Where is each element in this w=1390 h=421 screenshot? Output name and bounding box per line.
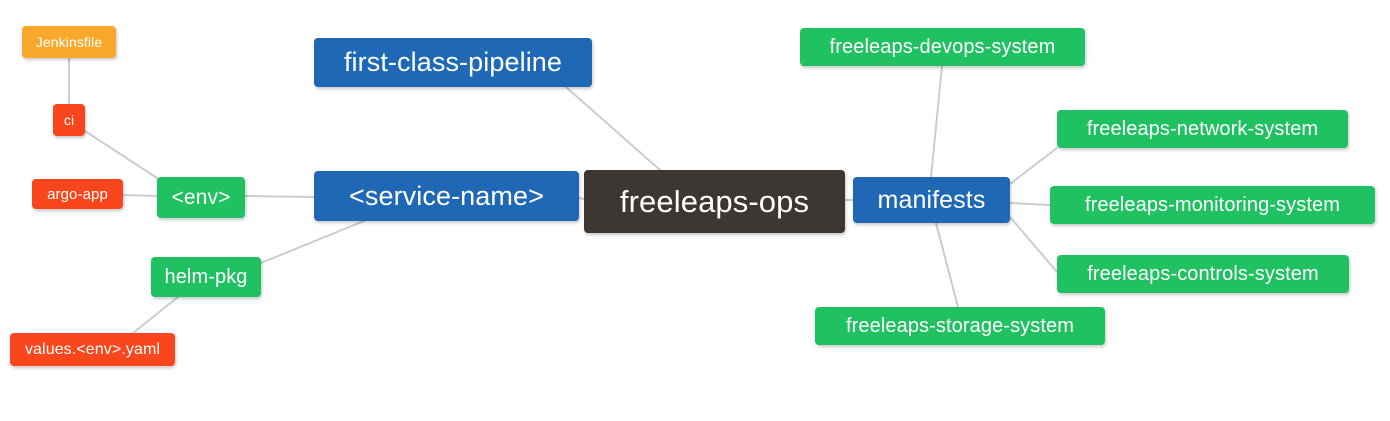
node-label-freeleaps-ops: freeleaps-ops — [619, 184, 810, 219]
node-values-yaml[interactable]: values.<env>.yaml — [10, 333, 175, 366]
node-manifests[interactable]: manifests — [853, 177, 1010, 223]
edge-values-yaml-to-helm-pkg — [132, 296, 179, 334]
edge-helm-pkg-to-service-name — [260, 220, 365, 264]
node-label-first-class-pipeline: first-class-pipeline — [343, 47, 563, 77]
node-label-manifests: manifests — [877, 185, 986, 214]
node-label-freeleaps-storage-system: freeleaps-storage-system — [845, 315, 1075, 337]
node-label-freeleaps-devops-system: freeleaps-devops-system — [829, 36, 1056, 58]
edge-first-class-pipeline-to-freeleaps-ops — [565, 86, 661, 171]
node-label-freeleaps-monitoring-system: freeleaps-monitoring-system — [1084, 194, 1340, 216]
node-jenkinsfile[interactable]: Jenkinsfile — [22, 26, 116, 58]
edge-ci-to-env — [84, 130, 161, 181]
node-freeleaps-devops-system[interactable]: freeleaps-devops-system — [800, 28, 1085, 66]
node-ci[interactable]: ci — [53, 104, 85, 136]
node-service-name[interactable]: <service-name> — [314, 171, 579, 221]
node-label-env: <env> — [171, 186, 231, 209]
node-label-freeleaps-controls-system: freeleaps-controls-system — [1087, 263, 1319, 285]
node-freeleaps-ops[interactable]: freeleaps-ops — [584, 170, 845, 233]
node-label-jenkinsfile: Jenkinsfile — [35, 34, 103, 50]
edge-env-to-service-name — [244, 195, 315, 198]
node-label-ci: ci — [63, 112, 75, 128]
node-label-freeleaps-network-system: freeleaps-network-system — [1086, 118, 1319, 140]
edge-freeleaps-network-system-to-manifests — [1009, 147, 1058, 185]
edge-freeleaps-monitoring-system-to-manifests — [1009, 202, 1051, 206]
node-label-argo-app: argo-app — [47, 185, 108, 203]
edge-freeleaps-storage-system-to-manifests — [935, 222, 959, 308]
node-freeleaps-network-system[interactable]: freeleaps-network-system — [1057, 110, 1348, 148]
node-label-values-yaml: values.<env>.yaml — [24, 340, 161, 358]
edge-freeleaps-controls-system-to-manifests — [1009, 216, 1058, 273]
node-freeleaps-monitoring-system[interactable]: freeleaps-monitoring-system — [1050, 186, 1375, 224]
edge-argo-app-to-env — [122, 194, 158, 197]
edge-freeleaps-devops-system-to-manifests — [930, 65, 943, 178]
node-helm-pkg[interactable]: helm-pkg — [151, 257, 261, 297]
node-freeleaps-controls-system[interactable]: freeleaps-controls-system — [1057, 255, 1349, 293]
node-label-service-name: <service-name> — [349, 180, 544, 211]
node-freeleaps-storage-system[interactable]: freeleaps-storage-system — [815, 307, 1105, 345]
node-argo-app[interactable]: argo-app — [32, 179, 123, 209]
node-first-class-pipeline[interactable]: first-class-pipeline — [314, 38, 592, 87]
node-label-helm-pkg: helm-pkg — [164, 266, 248, 288]
node-env[interactable]: <env> — [157, 177, 245, 218]
